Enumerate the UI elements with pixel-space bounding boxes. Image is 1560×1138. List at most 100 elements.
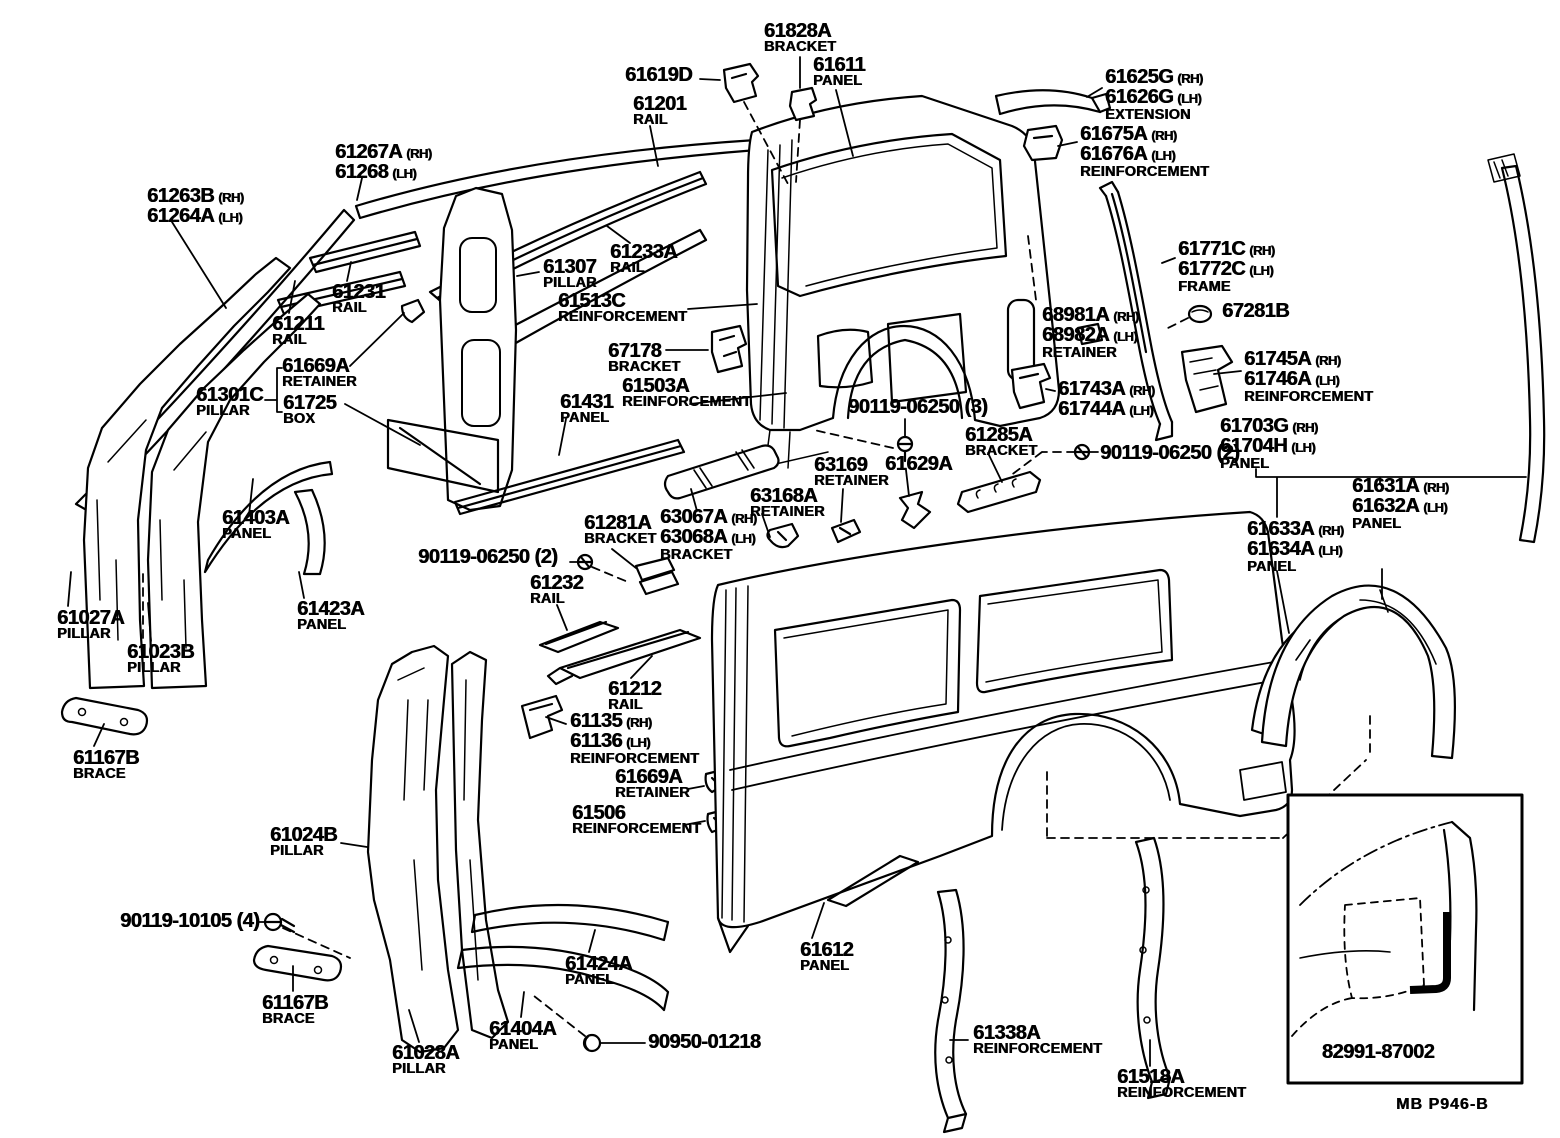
part-number: 61632A (1352, 495, 1420, 517)
part-label-61267a: 61267A(RH)61268(LH) (335, 141, 432, 183)
part-description: EXTENSION (1105, 107, 1191, 123)
part-description: BRACKET (608, 359, 681, 375)
side-qualifier: (LH) (218, 210, 243, 225)
part-label-61135: 61135(RH)61136(LH)REINFORCEMENT (570, 710, 699, 766)
quarter-inner-assembly (745, 94, 1061, 469)
part-description: REINFORCEMENT (1244, 389, 1374, 405)
part-label-61619d: 61619D (625, 65, 693, 85)
part-description: REINFORCEMENT (558, 309, 688, 325)
part-description: PANEL (1247, 559, 1297, 575)
part-number: 61231 (332, 281, 386, 303)
leader-lines (67, 56, 1527, 1067)
part-description: BRACKET (584, 531, 657, 547)
side-qualifier: (LH) (1113, 329, 1138, 344)
part-number: 61424A (565, 953, 633, 975)
part-number: 61268 (335, 161, 389, 183)
part-label-90119-10105-4: 90119-10105 (4) (120, 911, 260, 931)
part-number: 61744A (1058, 398, 1126, 420)
part-description: PANEL (800, 958, 850, 974)
part-description: PANEL (297, 617, 347, 633)
part-number: 61338A (973, 1022, 1041, 1044)
side-qualifier: (RH) (218, 190, 244, 205)
part-description: RETAINER (282, 374, 357, 390)
part-number: 61135 (570, 710, 623, 732)
part-number: 61232 (530, 572, 584, 594)
braces (60, 696, 343, 982)
side-qualifier: (RH) (1129, 383, 1155, 398)
part-label-90119-06250-2l: 90119-06250 (2) (418, 547, 558, 567)
part-description: BRACKET (660, 547, 733, 563)
part-description: RAIL (272, 332, 307, 348)
part-number: 61513C (558, 290, 626, 312)
side-qualifier: (LH) (1423, 500, 1448, 515)
center-pillar (386, 186, 518, 512)
part-number: 61028A (392, 1042, 460, 1064)
part-label-61675a: 61675A(RH)61676A(LH)REINFORCEMENT (1080, 124, 1209, 179)
part-number: 61431 (560, 391, 614, 413)
part-description: RAIL (332, 300, 367, 316)
side-qualifier: (RH) (731, 511, 757, 526)
part-number: 61136 (570, 730, 623, 752)
part-number: 61743A (1058, 378, 1126, 400)
side-qualifier: (RH) (1318, 523, 1344, 538)
part-number: 61746A (1244, 368, 1312, 390)
part-number: 61307 (543, 256, 597, 278)
bolt-icon (263, 912, 296, 934)
part-description: PILLAR (543, 275, 597, 291)
part-number: 61503A (622, 375, 690, 397)
part-number: 61506 (572, 802, 626, 824)
part-number: 61027A (57, 607, 125, 629)
part-label-68981a: 68981A(RH)68982A(LH)RETAINER (1042, 305, 1139, 360)
front-pillar-assembly-upper (82, 256, 334, 690)
part-label-90119-06250-3: 90119-06250 (3) (848, 396, 988, 418)
bolt-icon (576, 553, 594, 571)
part-number: 61423A (297, 598, 365, 620)
part-label-90950-01218: 90950-01218 (648, 1032, 761, 1052)
part-description: BRACKET (965, 443, 1038, 459)
part-description: PILLAR (270, 843, 324, 859)
part-number: 61625G (1105, 66, 1174, 88)
part-number: 61233A (610, 241, 678, 263)
part-number: 61704H (1220, 435, 1288, 457)
part-number: 61611 (813, 54, 866, 76)
part-number: 61267A (335, 141, 403, 163)
part-number: 61676A (1080, 143, 1148, 165)
side-qualifier: (RH) (1423, 480, 1449, 495)
part-number: 90119-06250 (3) (848, 396, 988, 418)
part-description: PANEL (813, 73, 863, 89)
part-description: PANEL (565, 972, 615, 988)
part-number: 63169 (814, 454, 868, 476)
part-label-61263b: 61263B(RH)61264A(LH) (147, 186, 244, 227)
part-number: 68982A (1042, 324, 1110, 346)
side-qualifier: (RH) (1315, 353, 1341, 368)
side-qualifier: (RH) (1113, 309, 1139, 324)
quarter-frame (1098, 180, 1174, 442)
front-pillar-assembly-lower (366, 644, 670, 1054)
part-description: RETAINER (814, 473, 889, 489)
fasteners (263, 435, 1091, 1053)
part-number: 61634A (1247, 538, 1315, 560)
side-qualifier: (LH) (1177, 91, 1202, 106)
side-qualifier: (LH) (1129, 403, 1154, 418)
